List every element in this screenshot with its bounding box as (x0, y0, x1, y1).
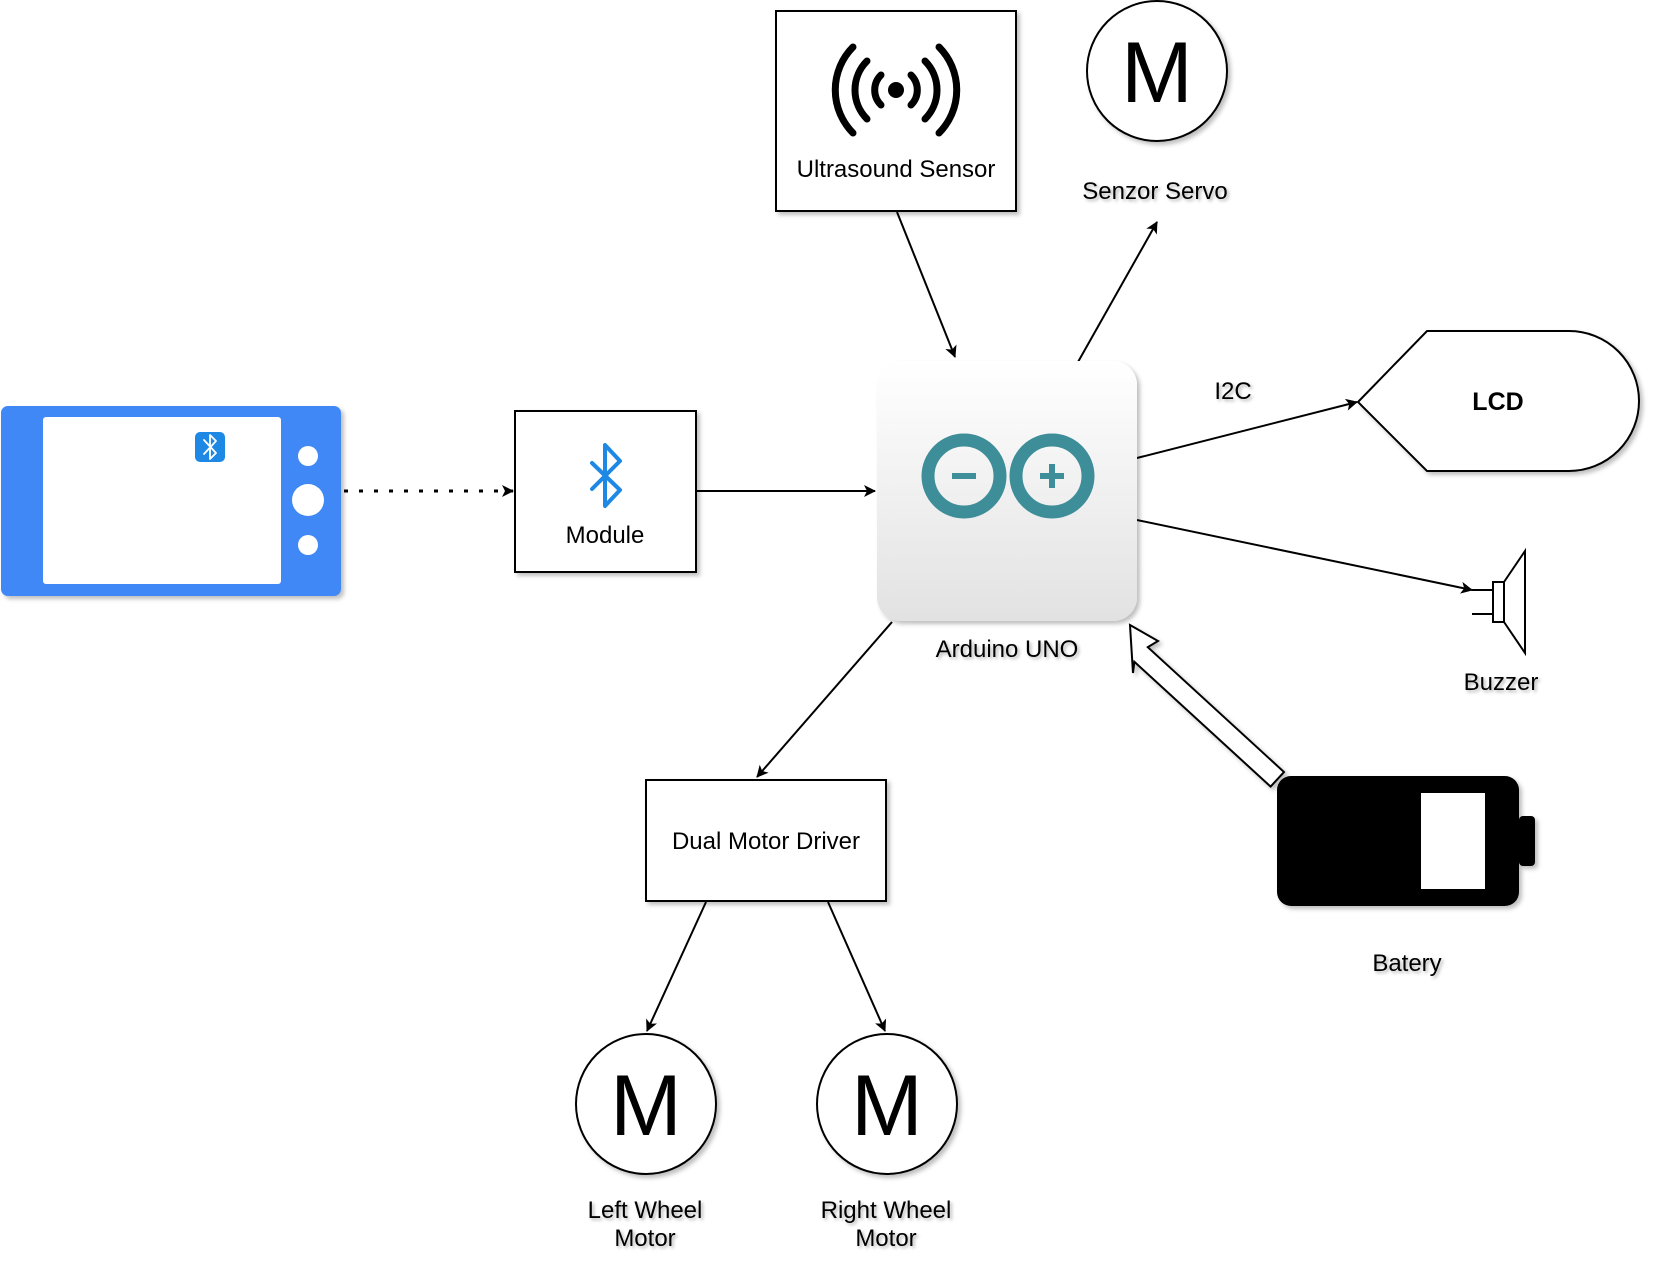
right-motor-label-line1: Right Wheel (821, 1197, 952, 1224)
lcd-label: LCD (1472, 388, 1523, 416)
motor-icon (1086, 0, 1228, 142)
bluetooth-badge-icon (195, 432, 225, 462)
motor-driver-node[interactable]: Dual Motor Driver (645, 779, 887, 902)
edge-driver-to-left-motor (646, 901, 707, 1032)
edge-arduino-to-buzzer (1136, 519, 1473, 594)
right-motor-node[interactable]: M Right Wheel Motor (816, 1033, 958, 1252)
speaker-icon (1472, 547, 1526, 657)
motor-icon (575, 1033, 717, 1175)
left-motor-node[interactable]: M Left Wheel Motor (575, 1033, 717, 1252)
motor-icon (816, 1033, 958, 1175)
arduino-infinity-logo-icon (921, 433, 1095, 519)
buzzer-node[interactable]: Buzzer (1464, 547, 1539, 696)
edge-ultrasound-to-arduino (896, 211, 957, 358)
battery-node[interactable]: Batery (1277, 776, 1535, 977)
smartphone-icon (1, 406, 341, 596)
edges (344, 211, 1473, 1032)
right-motor-label-line2: Motor (855, 1225, 916, 1252)
right-motor-symbol: M (851, 1058, 923, 1154)
edge-arduino-to-servo (1077, 221, 1158, 363)
lcd-node[interactable]: LCD (1356, 330, 1640, 472)
servo-motor-label: Senzor Servo (1082, 178, 1227, 205)
servo-motor-node[interactable]: M Senzor Servo (1082, 0, 1228, 205)
edge-driver-to-right-motor (827, 901, 887, 1032)
servo-motor-symbol: M (1121, 25, 1193, 121)
ultrasound-waves-icon (831, 43, 961, 137)
smartphone-node[interactable] (1, 406, 341, 596)
motor-driver-label: Dual Motor Driver (672, 828, 860, 855)
module-label: Module (566, 522, 645, 549)
edge-arduino-to-lcd (1136, 398, 1358, 459)
edge-battery-to-arduino (1128, 623, 1286, 789)
left-motor-symbol: M (610, 1058, 682, 1154)
bluetooth-module-node[interactable]: Module (514, 410, 697, 573)
bluetooth-icon (590, 443, 622, 508)
buzzer-label: Buzzer (1464, 669, 1539, 696)
arduino-label: Arduino UNO (936, 636, 1079, 663)
left-motor-label-line1: Left Wheel (588, 1197, 703, 1224)
edge-arduino-to-motor-driver (756, 621, 893, 778)
left-motor-label-line2: Motor (614, 1225, 675, 1252)
edge-label-i2c: I2C (1214, 378, 1251, 405)
battery-icon (1277, 776, 1535, 906)
display-shape (1356, 330, 1640, 472)
ultrasound-sensor-label: Ultrasound Sensor (797, 156, 996, 183)
battery-label: Batery (1372, 950, 1441, 977)
ultrasound-sensor-node[interactable]: Ultrasound Sensor (775, 10, 1017, 212)
arduino-node[interactable]: Arduino UNO (877, 361, 1137, 663)
